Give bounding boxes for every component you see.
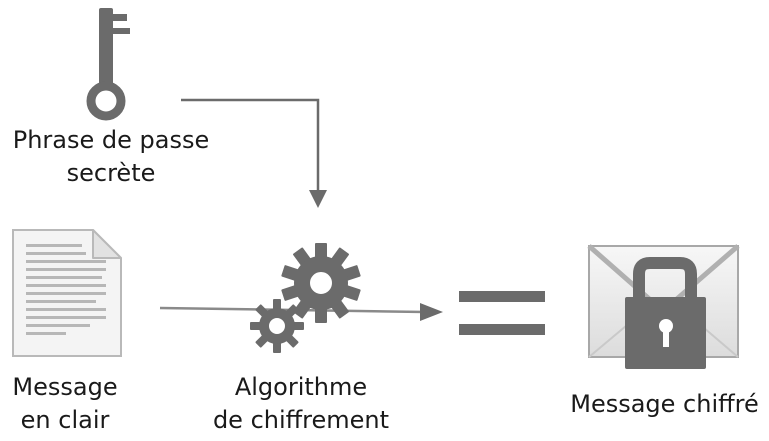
large-gear-icon <box>281 243 361 323</box>
plaintext-label-line1: Message <box>12 373 118 401</box>
ciphertext-label-text: Message chiffré <box>570 390 759 418</box>
equals-icon <box>459 291 545 335</box>
passphrase-label: Phrase de passe secrète <box>7 124 215 190</box>
plaintext-label: Message en clair <box>0 371 130 437</box>
key-icon <box>86 8 130 121</box>
passphrase-connector-arrow <box>181 98 327 208</box>
document-icon <box>12 229 122 357</box>
algorithm-label: Algorithme de chiffrement <box>196 371 406 437</box>
algorithm-label-line2: de chiffrement <box>212 406 390 434</box>
plaintext-label-line2: en clair <box>20 406 110 434</box>
passphrase-label-line2: secrète <box>66 159 156 187</box>
ciphertext-label: Message chiffré <box>562 388 767 421</box>
gears-icon <box>250 243 361 353</box>
locked-envelope-icon <box>587 244 740 369</box>
padlock-icon <box>625 257 706 369</box>
passphrase-label-line1: Phrase de passe <box>12 126 210 154</box>
small-gear-icon <box>250 299 304 353</box>
algorithm-label-line1: Algorithme <box>234 373 368 401</box>
